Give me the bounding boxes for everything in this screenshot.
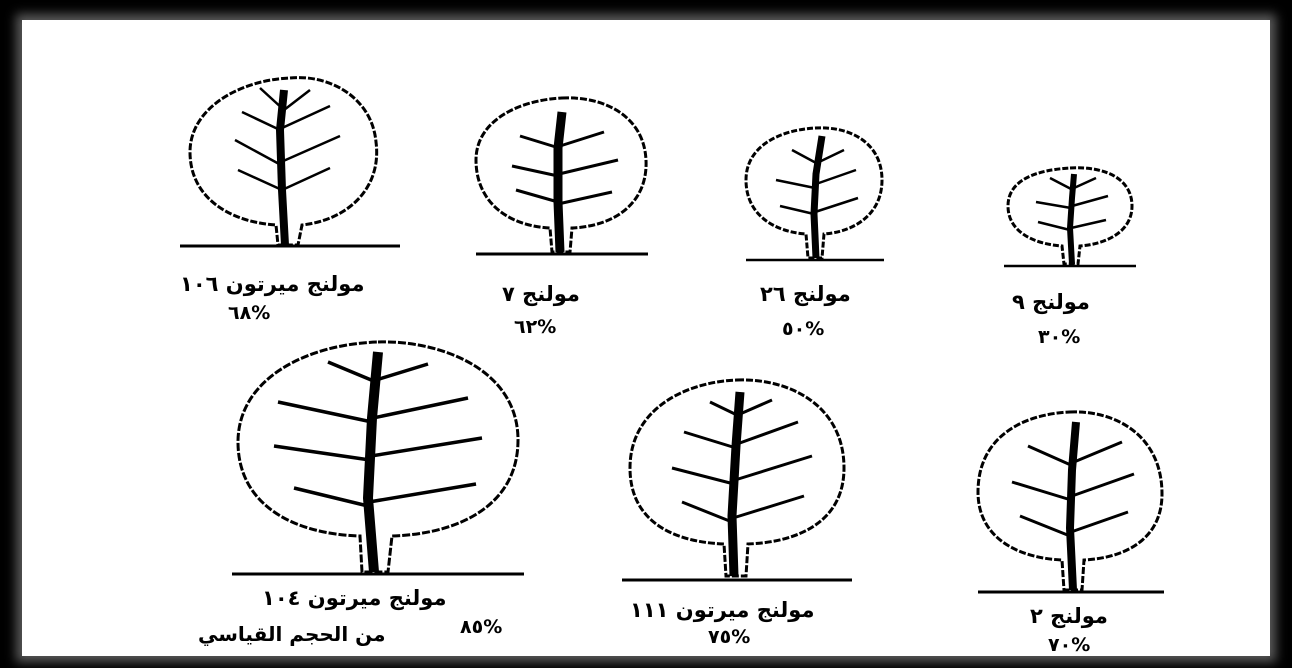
tree-name-label: مولنج ميرتون ١٠٤	[262, 586, 446, 610]
size-percent-label: %٧٥	[708, 626, 750, 648]
tree-icon-mm111	[622, 376, 852, 586]
tree-icon	[180, 70, 400, 255]
tree-icon-mm106	[180, 70, 400, 255]
tree-icon-m7	[472, 92, 652, 264]
size-percent-label: %٦٨	[228, 302, 270, 324]
tree-name-label: مولنج ميرتون ١١١	[630, 598, 814, 622]
size-percent-label: %٣٠	[1038, 326, 1080, 348]
tree-icon-m26	[740, 124, 890, 264]
tree-name-label: مولنج ٧	[502, 282, 580, 306]
tree-icon-m2	[972, 408, 1168, 598]
tree-icon	[972, 408, 1168, 598]
tree-icon	[472, 92, 652, 264]
diagram-panel: مولنج ميرتون ١٠٦ %٦٨ مولنج ٧ %٦٢ مولنج ٢…	[22, 20, 1270, 656]
tree-icon-m9	[1002, 164, 1138, 272]
tree-icon	[228, 338, 528, 578]
standard-size-note: من الحجم القياسي	[198, 622, 386, 646]
tree-icon-mm104	[228, 338, 528, 578]
tree-name-label: مولنج ميرتون ١٠٦	[180, 272, 364, 296]
tree-name-label: مولنج ٩	[1012, 290, 1090, 314]
size-percent-label: %٥٠	[782, 318, 824, 340]
size-percent-label: %٨٥	[460, 616, 502, 638]
size-percent-label: %٧٠	[1048, 634, 1090, 656]
tree-icon	[1002, 164, 1138, 272]
tree-name-label: مولنج ٢	[1030, 604, 1108, 628]
tree-name-label: مولنج ٢٦	[760, 282, 851, 306]
size-percent-label: %٦٢	[514, 316, 556, 338]
tree-icon	[622, 376, 852, 586]
tree-icon	[740, 124, 890, 264]
